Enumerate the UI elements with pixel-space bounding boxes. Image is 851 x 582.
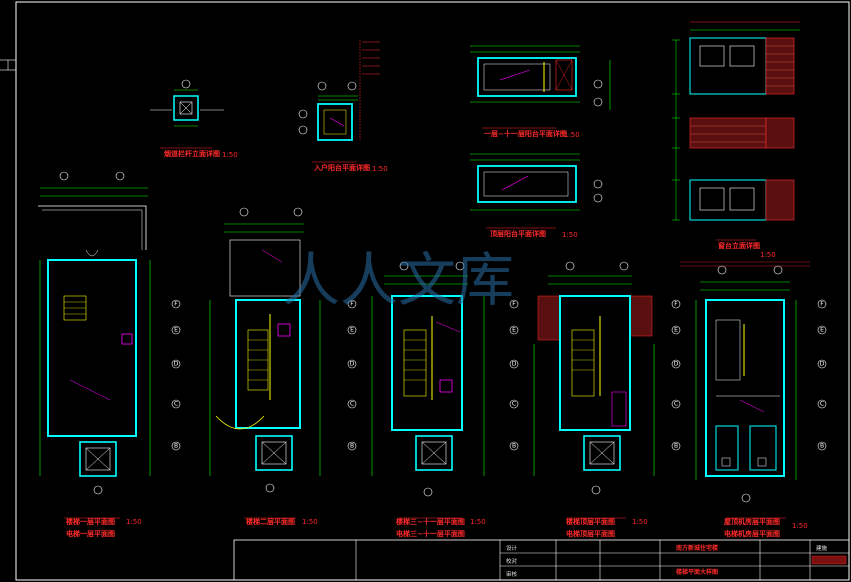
scale-shaft: 1:50: [222, 151, 238, 159]
svg-text:B: B: [174, 443, 178, 450]
svg-text:E: E: [820, 327, 824, 334]
caption-shaft: 烟道栏杆立面详图: [164, 149, 220, 158]
svg-text:B: B: [512, 443, 516, 450]
grid-axis-column-5: F E D C B: [817, 299, 827, 451]
tb-drawing: 楼梯平面大样图: [676, 568, 718, 576]
svg-text:B: B: [350, 443, 354, 450]
svg-text:B: B: [674, 443, 678, 450]
entrance-balcony-detail: 入户阳台平面详图 1:50: [298, 40, 388, 173]
scale-plan5: 1:50: [792, 522, 808, 530]
scale-plan1: 1:50: [126, 518, 142, 526]
grid-axis-column-2: F E D C B: [347, 299, 357, 451]
svg-text:E: E: [350, 327, 354, 334]
scale-plan2: 1:50: [302, 518, 318, 526]
svg-text:F: F: [512, 301, 516, 308]
tb-sheet: 建施: [816, 544, 828, 552]
title-block: 设计 校对 审核 南方新城住宅楼 楼梯平面大样图 建施: [233, 539, 850, 581]
tb-approve: 审核: [506, 570, 518, 578]
plan-ground-floor: 楼梯一层平面图 1:50 电梯一层平面图: [38, 171, 151, 538]
caption-plan5-elevator: 电梯机房层平面图: [724, 529, 780, 538]
balcony-detail-2: 顶层阳台平面详图 1:50: [470, 153, 603, 239]
caption-plan1-elevator: 电梯一层平面图: [66, 529, 115, 538]
caption-balcony2: 顶层阳台平面详图: [490, 229, 546, 238]
caption-plan1-stair: 楼梯一层平面图: [66, 517, 115, 526]
svg-text:D: D: [820, 361, 825, 368]
scale-balcony2: 1:50: [562, 231, 578, 239]
tb-design: 设计: [506, 544, 518, 552]
caption-plan4-elevator: 电梯顶层平面图: [566, 529, 615, 538]
shaft-detail: 烟道栏杆立面详图 1:50: [150, 79, 238, 159]
scale-balcony1: 1:50: [564, 131, 580, 139]
svg-text:E: E: [174, 327, 178, 334]
caption-balcony1: 一层~十一层阳台平面详图: [484, 129, 567, 138]
plan-top-floor: 楼梯顶层平面图 1:50 电梯顶层平面图: [533, 261, 655, 538]
scale-window: 1:50: [760, 251, 776, 259]
scale-plan3: 1:50: [470, 518, 486, 526]
watermark: 人人文库: [282, 246, 514, 314]
svg-text:F: F: [820, 301, 824, 308]
svg-text:C: C: [820, 401, 824, 408]
balcony-detail-1: 一层~十一层阳台平面详图 1:50: [470, 45, 611, 139]
caption-window: 窗台立面详图: [718, 241, 760, 250]
svg-text:D: D: [512, 361, 517, 368]
svg-text:C: C: [512, 401, 516, 408]
caption-entrance: 入户阳台平面详图: [313, 163, 370, 172]
svg-text:B: B: [820, 443, 824, 450]
caption-plan3-stair: 楼梯三~十一层平面图: [396, 517, 465, 526]
grid-axis-column-1: F E D C B: [171, 299, 181, 451]
svg-text:D: D: [174, 361, 179, 368]
plan-typical-floor: 楼梯三~十一层平面图 1:50 电梯三~十一层平面图: [371, 261, 486, 538]
caption-plan2-stair: 楼梯二层平面图: [246, 517, 295, 526]
caption-plan3-elevator: 电梯三~十一层平面图: [396, 529, 465, 538]
svg-text:E: E: [512, 327, 516, 334]
svg-text:F: F: [674, 301, 678, 308]
caption-plan4-stair: 楼梯顶层平面图: [566, 517, 615, 526]
tb-check: 校对: [506, 557, 518, 565]
grid-axis-column-3: F E D C B: [509, 299, 519, 451]
plan-roof-machine-room: 屋顶机房层平面图 1:50 电梯机房层平面图: [695, 265, 808, 538]
tb-project: 南方新城住宅楼: [676, 544, 718, 552]
svg-text:D: D: [674, 361, 679, 368]
svg-text:F: F: [350, 301, 354, 308]
svg-text:D: D: [350, 361, 355, 368]
plan-second-floor: 楼梯二层平面图 1:50: [209, 207, 321, 526]
svg-text:C: C: [174, 401, 178, 408]
grid-axis-column-4: F E D C B: [671, 299, 681, 451]
window-elevation-detail: 窗台立面详图 1:50: [672, 21, 810, 267]
svg-text:E: E: [674, 327, 678, 334]
svg-text:C: C: [350, 401, 354, 408]
svg-text:F: F: [174, 301, 178, 308]
caption-plan5-roof: 屋顶机房层平面图: [724, 517, 780, 526]
svg-text:C: C: [674, 401, 678, 408]
scale-entrance: 1:50: [372, 165, 388, 173]
scale-plan4: 1:50: [632, 518, 648, 526]
